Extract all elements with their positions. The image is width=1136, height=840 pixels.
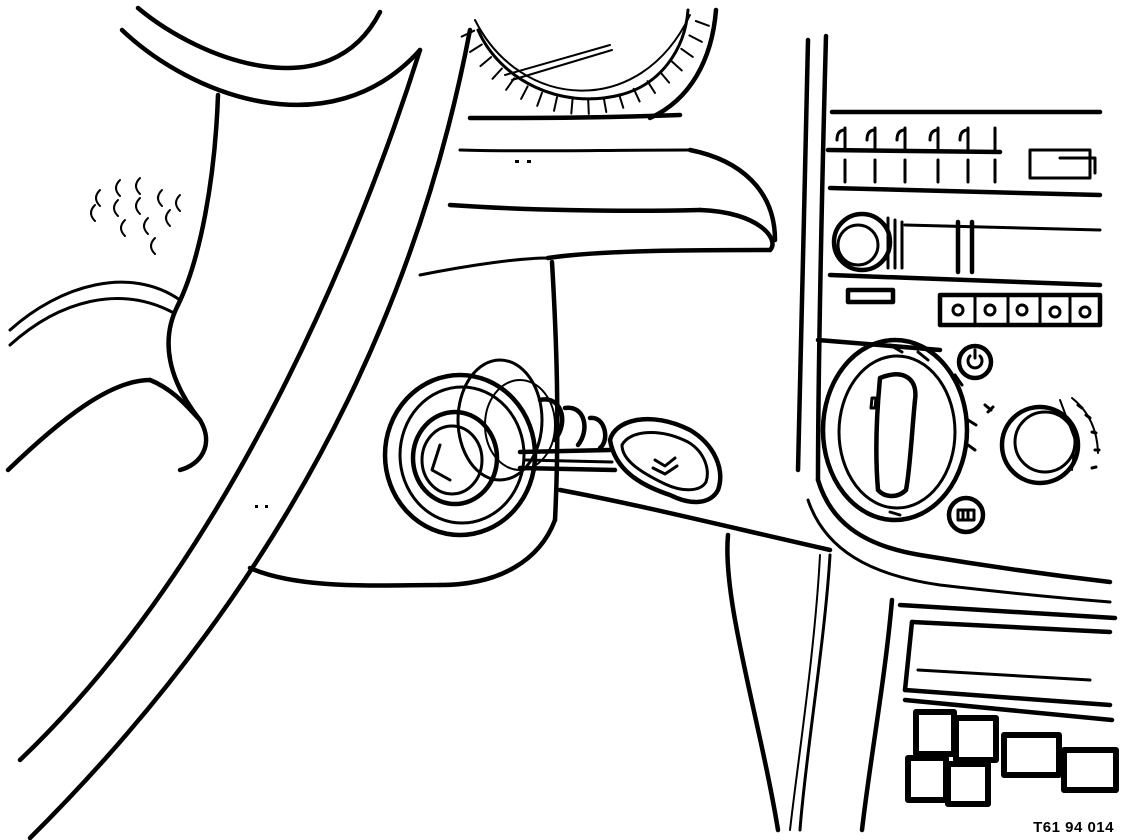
figure-code: T61 94 014 [1033,819,1114,836]
gauge-tick [694,20,710,27]
gauge-tick [670,60,683,72]
gauge-tick [646,80,656,94]
gauge-tick [602,97,608,113]
dashboard-shroud [247,112,833,833]
steering-wheel [5,5,473,840]
gauge-tick [587,98,590,115]
gauge-tick [536,91,543,107]
gauge-tick [680,47,694,58]
gauge-tick [491,67,503,80]
ignition-lock-cylinder [382,358,556,538]
horn-symbol-icon [90,177,181,255]
gauge-tick [479,56,493,68]
lower-console-switches [859,597,1119,833]
gauge-tick [632,87,641,103]
radio-unit [795,33,1103,483]
gauge-tick [520,85,529,100]
gauge-tick [659,70,671,84]
gauge-tick [570,98,574,115]
gauge-tick [469,43,483,53]
climate-control-panel [806,337,1113,604]
instrument-cluster-gauge [460,7,719,121]
gauge-tick [460,29,476,38]
ignition-key [517,397,723,505]
gauge-tick [688,34,703,43]
gauge-tick [505,77,516,91]
gauge-tick [618,93,625,109]
gauge-tick [553,96,558,112]
